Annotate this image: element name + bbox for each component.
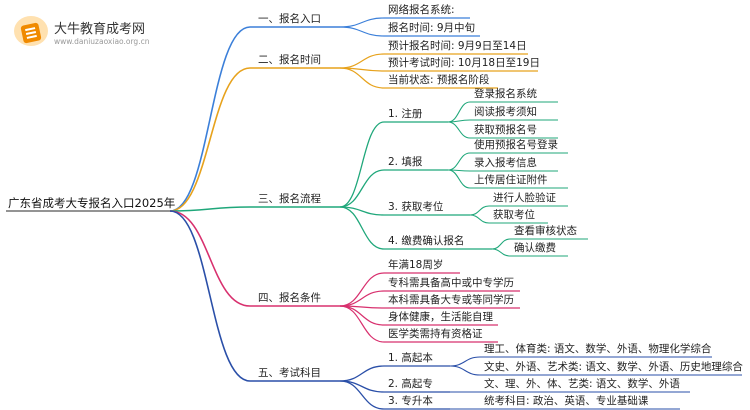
- b2-leaf-1: 预计报名时间: 9月9日至14日: [388, 40, 527, 52]
- b3-leaf-1-1: 登录报名系统: [474, 88, 537, 100]
- b1-leaf-2: 报名时间: 9月中旬: [388, 22, 476, 34]
- connector-36: [447, 169, 471, 189]
- connector-12: [339, 17, 385, 28]
- connector-50: [339, 272, 385, 307]
- connector-56: [339, 305, 385, 326]
- b1-leaf-1: 网络报名系统:: [388, 4, 455, 16]
- b3-leaf-4-1: 查看审核状态: [514, 225, 577, 237]
- b5-leaf-1-1: 理工、体育类: 语文、数学、外语、物理化学综合: [484, 343, 712, 355]
- brand-title: 大牛教育成考网: [54, 22, 146, 37]
- connector-14: [339, 26, 385, 37]
- connector-70: [339, 380, 385, 410]
- b3-leaf-1-2: 阅读报考须知: [474, 106, 537, 118]
- branch-2-label: 二、报名时间: [258, 54, 321, 66]
- connector-4: [169, 67, 251, 212]
- b3-leaf-2-1: 使用预报名号登录: [474, 139, 558, 151]
- connector-6: [169, 206, 251, 212]
- connector-8: [169, 210, 251, 307]
- root-topic: 广东省成考大专报名入口2025年: [8, 196, 176, 210]
- b5-sub-3: 3. 专升本: [388, 395, 433, 407]
- branch-4-label: 四、报名条件: [258, 292, 321, 304]
- connector-58: [339, 305, 385, 343]
- branch-3-label: 三、报名流程: [258, 193, 321, 205]
- brand-url: www.daniuzaoxiao.org.cn: [54, 37, 150, 46]
- connector-24: [447, 101, 471, 123]
- connector-44: [339, 206, 385, 250]
- connector-28: [447, 121, 471, 139]
- connector-32: [447, 152, 471, 171]
- b3-leaf-2-2: 录入报考信息: [474, 157, 537, 169]
- connector-60: [339, 365, 385, 382]
- connector-30: [339, 169, 385, 208]
- b3-sub-1: 1. 注册: [388, 108, 423, 120]
- b3-sub-2: 2. 填报: [388, 156, 423, 168]
- b5-leaf-2-1: 文、理、外、体、艺类: 语文、数学、外语: [484, 378, 680, 390]
- b5-leaf-1-2: 文史、外语、艺术类: 语文、数学、外语、历史地理综合: [484, 361, 743, 373]
- connector-20: [339, 67, 385, 89]
- b5-leaf-3-1: 统考科目: 政治、英语、专业基础课: [484, 395, 649, 407]
- b2-leaf-2: 预计考试时间: 10月18日至19日: [388, 57, 540, 69]
- book-icon: [14, 16, 48, 46]
- connector-48: [491, 248, 511, 257]
- connector-22: [339, 121, 385, 208]
- b3-leaf-2-3: 上传居住证附件: [474, 174, 548, 186]
- b4-leaf-1: 年满18周岁: [388, 259, 444, 271]
- b2-leaf-3: 当前状态: 预报名阶段: [388, 74, 490, 86]
- branch-1-label: 一、报名入口: [258, 13, 321, 25]
- b3-leaf-3-2: 获取考位: [493, 209, 535, 221]
- b5-sub-1: 1. 高起本: [388, 352, 433, 364]
- b4-leaf-2: 专科需具备高中或中专学历: [388, 277, 514, 289]
- connector-52: [339, 290, 385, 307]
- b4-leaf-3: 本科需具备大专或等同学历: [388, 294, 514, 306]
- b3-leaf-4-2: 确认缴费: [514, 242, 556, 254]
- b3-sub-4: 4. 缴费确认报名: [388, 235, 465, 247]
- brand-logo: 大牛教育成考网 www.daniuzaoxiao.org.cn: [14, 14, 214, 54]
- b3-sub-3: 3. 获取考位: [388, 201, 444, 213]
- connector-64: [449, 365, 481, 376]
- connector-62: [449, 356, 481, 367]
- connector-42: [469, 214, 490, 224]
- connector-16: [339, 53, 385, 69]
- connector-2: [169, 26, 251, 212]
- b4-leaf-5: 医学类需持有资格证: [388, 328, 483, 340]
- b5-sub-2: 2. 高起专: [388, 378, 433, 390]
- connector-40: [469, 205, 490, 216]
- b4-leaf-4: 身体健康，生活能自理: [388, 311, 493, 323]
- connector-46: [491, 238, 511, 250]
- connector-10: [169, 210, 251, 382]
- branch-5-label: 五、考试科目: [258, 367, 321, 379]
- b3-leaf-3-1: 进行人脸验证: [493, 192, 556, 204]
- b3-leaf-1-3: 获取预报名号: [474, 124, 537, 136]
